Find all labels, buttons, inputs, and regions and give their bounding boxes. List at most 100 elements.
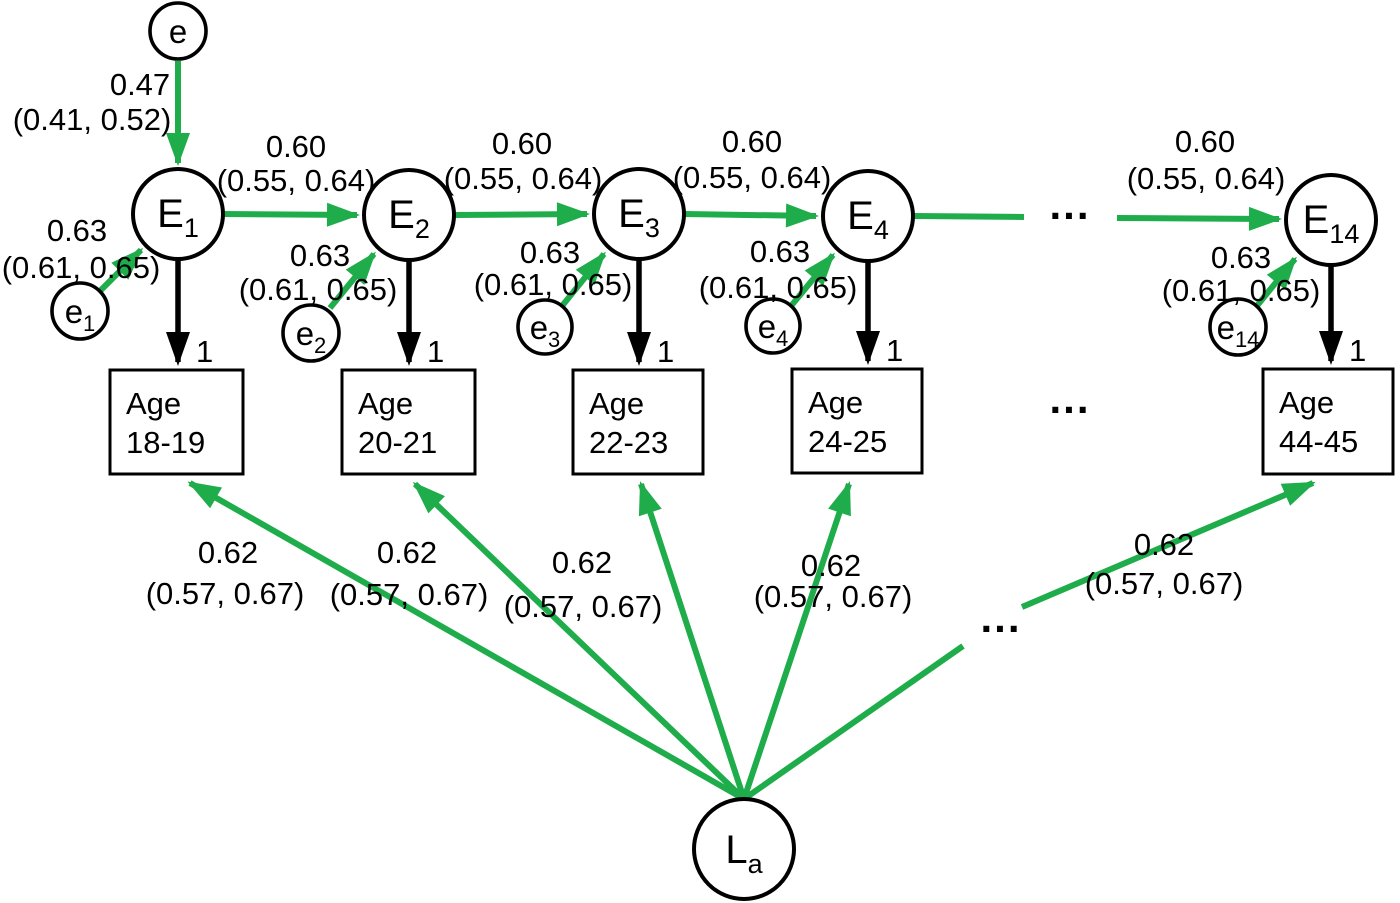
coef-loading-2-value: 0.62 bbox=[377, 535, 437, 570]
unit-loading-1: 1 bbox=[196, 334, 213, 369]
coefficient-labels: 0.47 (0.41, 0.52) 0.60 (0.55, 0.64) 0.60… bbox=[2, 67, 1367, 641]
coef-residual-5-value: 0.63 bbox=[1211, 240, 1271, 275]
age-box-3-line2: 22-23 bbox=[589, 425, 668, 460]
node-E1-sub: 1 bbox=[184, 213, 199, 243]
coef-auto-4-ci: (0.55, 0.64) bbox=[1127, 161, 1286, 196]
coef-residual-5-ci: (0.61, 0.65) bbox=[1162, 273, 1321, 308]
age-box-1-line1: Age bbox=[126, 386, 181, 421]
edge-La-to-age3 bbox=[638, 481, 747, 800]
node-e4-circle bbox=[744, 297, 802, 355]
coef-auto-2-ci: (0.55, 0.64) bbox=[444, 161, 603, 196]
age-box-4-line2: 24-25 bbox=[808, 424, 887, 459]
edge-E1-to-E2 bbox=[223, 202, 360, 227]
node-E1-circle bbox=[131, 167, 225, 261]
node-e14-sub: 14 bbox=[1235, 327, 1259, 352]
node-e4-main: e bbox=[758, 308, 776, 345]
coef-loading-5-value: 0.62 bbox=[1134, 527, 1194, 562]
coef-residual-4-ci: (0.61, 0.65) bbox=[699, 270, 858, 305]
unit-loading-2: 1 bbox=[427, 334, 444, 369]
unit-loading-3: 1 bbox=[657, 334, 674, 369]
edge-La-to-age4 bbox=[741, 481, 852, 800]
node-e1-sub: 1 bbox=[83, 311, 95, 336]
unit-loading-5: 1 bbox=[1349, 333, 1366, 368]
coef-residual-3-value: 0.63 bbox=[520, 235, 580, 270]
coef-residual-1-ci: (0.61, 0.65) bbox=[2, 250, 161, 285]
node-e2-main: e bbox=[296, 315, 314, 352]
age-box-5-line1: Age bbox=[1279, 385, 1334, 420]
node-e4-sub: 4 bbox=[776, 326, 788, 351]
edge-E2-to-E3 bbox=[454, 202, 590, 227]
node-E1-label: E1 bbox=[157, 192, 199, 243]
coef-loading-1-ci: (0.57, 0.67) bbox=[146, 576, 305, 611]
edge-e14-to-E14 bbox=[1253, 256, 1298, 309]
edge-e1-to-E1 bbox=[97, 247, 144, 294]
node-La-main: L bbox=[725, 828, 747, 872]
coef-loading-4-ci: (0.57, 0.67) bbox=[754, 579, 913, 614]
coef-auto-4-value: 0.60 bbox=[1175, 124, 1235, 159]
node-e3-main: e bbox=[530, 309, 548, 346]
node-e3-sub: 3 bbox=[548, 327, 560, 352]
node-e1-main: e bbox=[65, 293, 83, 330]
black-paths bbox=[166, 259, 1343, 366]
age-box-2 bbox=[340, 368, 477, 476]
age-box-1-line2: 18-19 bbox=[126, 425, 205, 460]
node-e3-circle bbox=[516, 298, 574, 356]
coef-residual-4-value: 0.63 bbox=[750, 234, 810, 269]
age-box-5-line2: 44-45 bbox=[1279, 424, 1358, 459]
node-E1-main: E bbox=[157, 192, 184, 236]
node-e3-label: e3 bbox=[530, 309, 561, 352]
node-E3-circle bbox=[592, 167, 686, 261]
node-E14-main: E bbox=[1303, 198, 1330, 242]
node-E14-circle bbox=[1284, 173, 1378, 267]
node-La-label: La bbox=[725, 828, 763, 879]
node-E3-label: E3 bbox=[618, 192, 660, 243]
node-E3-main: E bbox=[618, 192, 645, 236]
coef-residual-1-value: 0.63 bbox=[47, 213, 107, 248]
age-box-2-line2: 20-21 bbox=[358, 425, 437, 460]
latent-nodes: e E1 E2 E3 E4 E14 e1 e2 e3 e4 e14 La bbox=[50, 1, 1378, 901]
age-box-1 bbox=[108, 368, 245, 476]
edge-E4-to-ellipsis bbox=[913, 213, 1025, 220]
coef-auto-1-ci: (0.55, 0.64) bbox=[217, 163, 376, 198]
coef-residual-3-ci: (0.61, 0.65) bbox=[474, 267, 633, 302]
age-box-3 bbox=[571, 368, 705, 476]
edge-ellipsis-to-E14 bbox=[1116, 206, 1282, 231]
coef-loading-4-value: 0.62 bbox=[801, 548, 861, 583]
ellipsis-middle: ... bbox=[1049, 375, 1090, 422]
edge-e2-to-E2 bbox=[327, 251, 377, 310]
age-box-4-line1: Age bbox=[808, 385, 863, 420]
edge-E3-to-E4 bbox=[684, 203, 819, 228]
edge-La-to-ellipsis bbox=[742, 643, 965, 802]
green-paths bbox=[97, 61, 1316, 802]
node-e1-circle bbox=[50, 281, 110, 341]
coef-e-to-E1-ci: (0.41, 0.52) bbox=[13, 102, 172, 137]
node-La-sub: a bbox=[748, 849, 764, 879]
node-E3-sub: 3 bbox=[645, 213, 660, 243]
coef-residual-2-value: 0.63 bbox=[290, 238, 350, 273]
node-E4-main: E bbox=[847, 194, 874, 238]
coef-loading-3-ci: (0.57, 0.67) bbox=[504, 589, 663, 624]
node-e-top-circle bbox=[148, 1, 208, 61]
ellipsis-top: ... bbox=[1049, 181, 1090, 228]
observed-boxes: Age 18-19 Age 20-21 Age 22-23 Age 24-25 … bbox=[108, 367, 1395, 476]
node-e14-label: e14 bbox=[1217, 309, 1260, 352]
unit-loading-4: 1 bbox=[886, 333, 903, 368]
age-box-4 bbox=[790, 367, 924, 475]
node-e1-label: e1 bbox=[65, 293, 96, 336]
coef-residual-2-ci: (0.61, 0.65) bbox=[239, 272, 398, 307]
coef-loading-5-ci: (0.57, 0.67) bbox=[1085, 566, 1244, 601]
coef-auto-1-value: 0.60 bbox=[266, 129, 326, 164]
node-E2-circle bbox=[362, 168, 456, 262]
coef-auto-2-value: 0.60 bbox=[492, 126, 552, 161]
node-E2-main: E bbox=[388, 193, 415, 237]
coef-loading-1-value: 0.62 bbox=[198, 535, 258, 570]
coef-auto-3-value: 0.60 bbox=[722, 124, 782, 159]
node-e-top-label: e bbox=[169, 13, 187, 50]
node-E2-label: E2 bbox=[388, 193, 430, 244]
age-box-5 bbox=[1261, 367, 1395, 476]
edge-e3-to-E3 bbox=[559, 251, 607, 308]
node-e2-circle bbox=[281, 303, 341, 363]
node-E4-sub: 4 bbox=[874, 215, 889, 245]
edge-La-to-age2 bbox=[412, 481, 747, 802]
